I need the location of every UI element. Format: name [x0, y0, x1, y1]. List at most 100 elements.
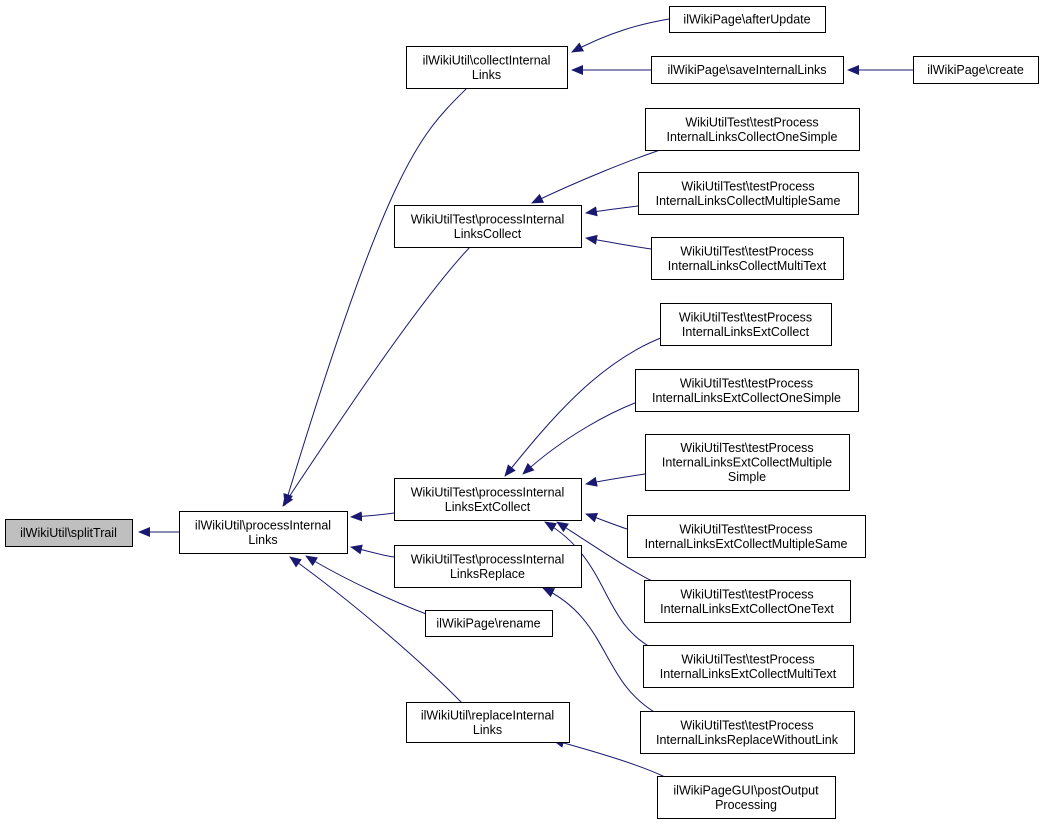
edge-t2-to-pilc — [585, 205, 639, 217]
node-box — [645, 108, 860, 151]
node-label-line: WikiUtilTest\testProcess — [681, 179, 814, 193]
node-label-line: ilWikiPage\rename — [436, 617, 540, 631]
edge-t6-to-pilec — [585, 473, 646, 487]
edge-pilec-to-pil — [350, 511, 395, 522]
node-box — [635, 369, 859, 412]
node-label-line: ilWikiUtil\collectInternal — [423, 53, 551, 67]
node-label-line: ilWikiUtil\replaceInternal — [421, 708, 554, 722]
node-label-line: Processing — [715, 798, 777, 812]
node-label-line: Links — [473, 723, 502, 737]
node-label-line: InternalLinksExtCollectMultiple — [662, 456, 832, 470]
node-label-line: Simple — [728, 470, 766, 484]
node-label-line: WikiUtilTest\testProcess — [680, 718, 813, 732]
node-box — [645, 434, 850, 491]
node-box — [5, 519, 133, 547]
node-layer: ilWikiUtil\splitTrail ilWikiUtil\processI… — [5, 6, 1039, 819]
edge-t9-to-pilec — [544, 521, 653, 649]
node-label-line: ilWikiPage\afterUpdate — [683, 13, 810, 27]
node-rename[interactable]: ilWikiPage\rename — [425, 610, 553, 637]
node-label-line: InternalLinksExtCollectOneSimple — [652, 391, 841, 405]
node-label-line: WikiUtilTest\testProcess — [679, 522, 812, 536]
node-box — [669, 6, 826, 33]
node-label-line: WikiUtilTest\testProcess — [680, 587, 813, 601]
edge-t4-to-pilec — [504, 335, 667, 477]
node-after[interactable]: ilWikiPage\afterUpdate — [669, 6, 826, 33]
node-label-line: WikiUtilTest\testProcess — [680, 376, 813, 390]
node-t4[interactable]: WikiUtilTest\testProcessInternalLinksExt… — [660, 303, 832, 346]
node-label-line: InternalLinksExtCollect — [682, 325, 810, 339]
node-save[interactable]: ilWikiPage\saveInternalLinks — [651, 56, 844, 84]
edge-t8-to-pilec — [556, 521, 653, 582]
node-label-line: Links — [472, 68, 501, 82]
node-label-line: InternalLinksExtCollectMultiText — [660, 667, 837, 681]
node-label-line: WikiUtilTest\processInternal — [411, 212, 565, 226]
edge-t1-to-pilc — [531, 147, 667, 204]
node-box — [657, 776, 836, 819]
node-label-line: InternalLinksExtCollectOneText — [660, 602, 834, 616]
node-t9[interactable]: WikiUtilTest\testProcessInternalLinksExt… — [643, 645, 854, 688]
node-t8[interactable]: WikiUtilTest\testProcessInternalLinksExt… — [644, 580, 851, 623]
node-label-line: InternalLinksCollectMultipleSame — [656, 194, 841, 208]
node-label-line: ilWikiPage\saveInternalLinks — [667, 63, 826, 77]
node-t1[interactable]: WikiUtilTest\testProcessInternalLinksCol… — [645, 108, 860, 151]
node-box — [406, 46, 568, 89]
node-t5[interactable]: WikiUtilTest\testProcessInternalLinksExt… — [635, 369, 859, 412]
node-box — [660, 303, 832, 346]
node-label-line: ilWikiPage\create — [927, 63, 1024, 77]
node-box — [394, 545, 582, 588]
node-label-line: LinksReplace — [450, 567, 525, 581]
node-label-line: InternalLinksReplaceWithoutLink — [656, 733, 839, 747]
node-box — [651, 237, 844, 280]
edge-t10-to-pilr — [542, 587, 657, 714]
node-t2[interactable]: WikiUtilTest\testProcessInternalLinksCol… — [638, 172, 859, 215]
edge-gui-to-ril — [552, 738, 666, 778]
node-box — [638, 172, 859, 215]
node-t10[interactable]: WikiUtilTest\testProcessInternalLinksRep… — [640, 711, 855, 754]
node-box — [651, 56, 844, 84]
node-box — [913, 56, 1039, 84]
node-t3[interactable]: WikiUtilTest\testProcessInternalLinksCol… — [651, 237, 844, 280]
node-box — [425, 610, 553, 637]
node-box — [394, 478, 582, 521]
node-label-line: InternalLinksCollectMultiText — [668, 259, 827, 273]
node-label-line: InternalLinksCollectOneSimple — [667, 130, 838, 144]
node-box — [179, 511, 348, 554]
node-label-line: Links — [248, 533, 277, 547]
node-label-line: ilWikiUtil\processInternal — [195, 518, 331, 532]
node-box — [406, 702, 570, 743]
edge-t5-to-pilec — [522, 396, 653, 475]
node-label-line: WikiUtilTest\testProcess — [680, 244, 813, 258]
edge-t7-to-pilec — [585, 512, 628, 530]
node-create[interactable]: ilWikiPage\create — [913, 56, 1039, 84]
node-label-line: LinksExtCollect — [445, 500, 531, 514]
node-label-line: InternalLinksExtCollectMultipleSame — [645, 537, 848, 551]
node-label-line: LinksCollect — [454, 227, 522, 241]
node-box — [394, 205, 582, 248]
node-box — [644, 580, 851, 623]
node-label-line: WikiUtilTest\processInternal — [411, 552, 565, 566]
edge-pilr-to-pil — [350, 544, 395, 558]
node-t7[interactable]: WikiUtilTest\testProcessInternalLinksExt… — [627, 515, 866, 558]
node-t6[interactable]: WikiUtilTest\testProcessInternalLinksExt… — [645, 434, 850, 491]
node-box — [640, 711, 855, 754]
edge-pilc-to-pil — [282, 246, 471, 507]
node-label-line: WikiUtilTest\testProcess — [680, 441, 813, 455]
node-pilec[interactable]: WikiUtilTest\processInternalLinksExtColl… — [394, 478, 582, 521]
edge-ril-to-pil — [289, 556, 463, 704]
node-label-line: ilWikiPageGUI\postOutput — [673, 783, 819, 797]
node-split: ilWikiUtil\splitTrail — [5, 519, 133, 547]
node-label-line: WikiUtilTest\testProcess — [681, 652, 814, 666]
edge-t3-to-pilc — [585, 234, 652, 250]
edge-cil-to-pil — [283, 87, 468, 506]
edge-after-to-cil — [571, 18, 670, 53]
node-label-line: WikiUtilTest\testProcess — [685, 115, 818, 129]
node-label-line: WikiUtilTest\processInternal — [411, 485, 565, 499]
